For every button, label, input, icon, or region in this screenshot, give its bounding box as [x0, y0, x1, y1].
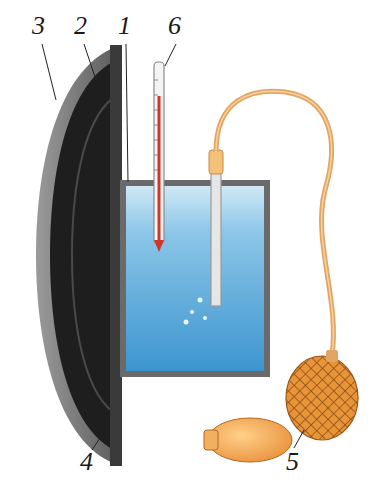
callout-number: 2	[74, 12, 87, 40]
air-bubble	[184, 320, 189, 325]
pump-bulb	[286, 356, 358, 440]
callout-number: 1	[118, 12, 131, 40]
callout-number: 3	[32, 12, 45, 40]
thermometer-column	[158, 96, 161, 246]
water-surface	[126, 209, 264, 211]
pump-small-bulb	[208, 418, 292, 462]
air-bubble	[203, 316, 207, 320]
pump-neck	[326, 350, 338, 362]
leader-lines	[42, 44, 304, 450]
thermometer-scale	[154, 80, 158, 170]
tube-joint	[209, 150, 223, 174]
rubber-hose	[216, 91, 333, 355]
hose-highlight	[216, 91, 333, 355]
thermometer-bulb	[154, 240, 164, 252]
air-bubble	[198, 298, 203, 303]
dish-outer	[36, 45, 122, 466]
callout-number: 5	[286, 448, 299, 476]
vessel-water	[126, 186, 264, 371]
pump-valve	[204, 430, 218, 450]
callout-number: 4	[80, 448, 93, 476]
callout-number: 6	[168, 12, 181, 40]
air-tube	[211, 170, 221, 306]
vessel-wall	[120, 180, 270, 377]
air-bubble	[190, 310, 194, 314]
